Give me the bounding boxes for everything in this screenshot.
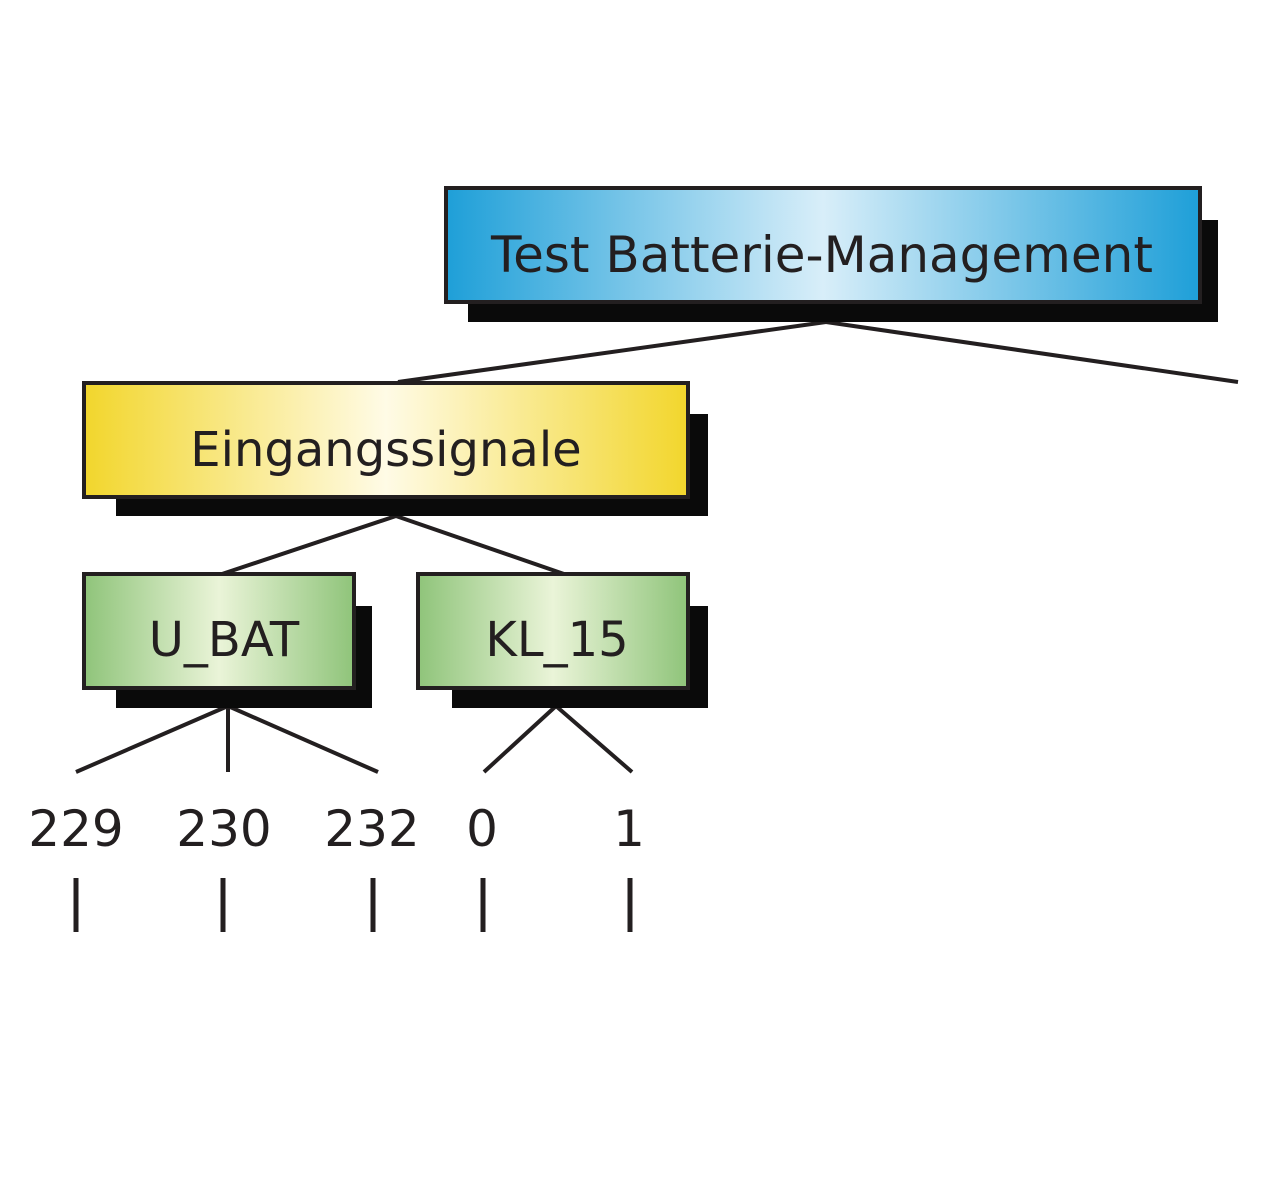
edge-ubat-229	[75, 704, 229, 774]
root-box	[444, 186, 1202, 304]
root-label: Test Batterie-Management	[490, 226, 1153, 284]
leaf-value-0: 0	[466, 800, 498, 858]
signal-box-kl15	[416, 572, 690, 690]
edge-group-kl15	[395, 514, 565, 576]
leaf-value-232: 232	[324, 800, 419, 858]
edge-root-group	[397, 320, 827, 384]
signal-node-ubat: U_BAT	[82, 572, 372, 708]
edge-kl15-0	[482, 704, 558, 774]
group-node: Eingangssignale	[82, 381, 708, 516]
edge-group-ubat	[221, 514, 397, 576]
root-node: Test Batterie-Management	[444, 186, 1218, 322]
leaf-ticks	[73, 878, 633, 932]
signal-box-ubat	[82, 572, 356, 690]
edge-kl15-1	[554, 704, 634, 774]
signal-label-kl15: KL_15	[485, 612, 628, 668]
leaf-value-229: 229	[28, 800, 123, 858]
tree-edges	[75, 320, 1239, 774]
group-label: Eingangssignale	[190, 422, 581, 478]
leaf-values: 229 230 232 0 1	[28, 800, 645, 858]
signal-label-ubat: U_BAT	[149, 612, 300, 668]
group-box	[82, 381, 690, 499]
signal-node-kl15: KL_15	[416, 572, 708, 708]
leaf-value-230: 230	[176, 800, 271, 858]
edge-root-offscreen	[825, 320, 1239, 384]
leaf-value-1: 1	[613, 800, 645, 858]
edge-ubat-232	[227, 704, 379, 774]
